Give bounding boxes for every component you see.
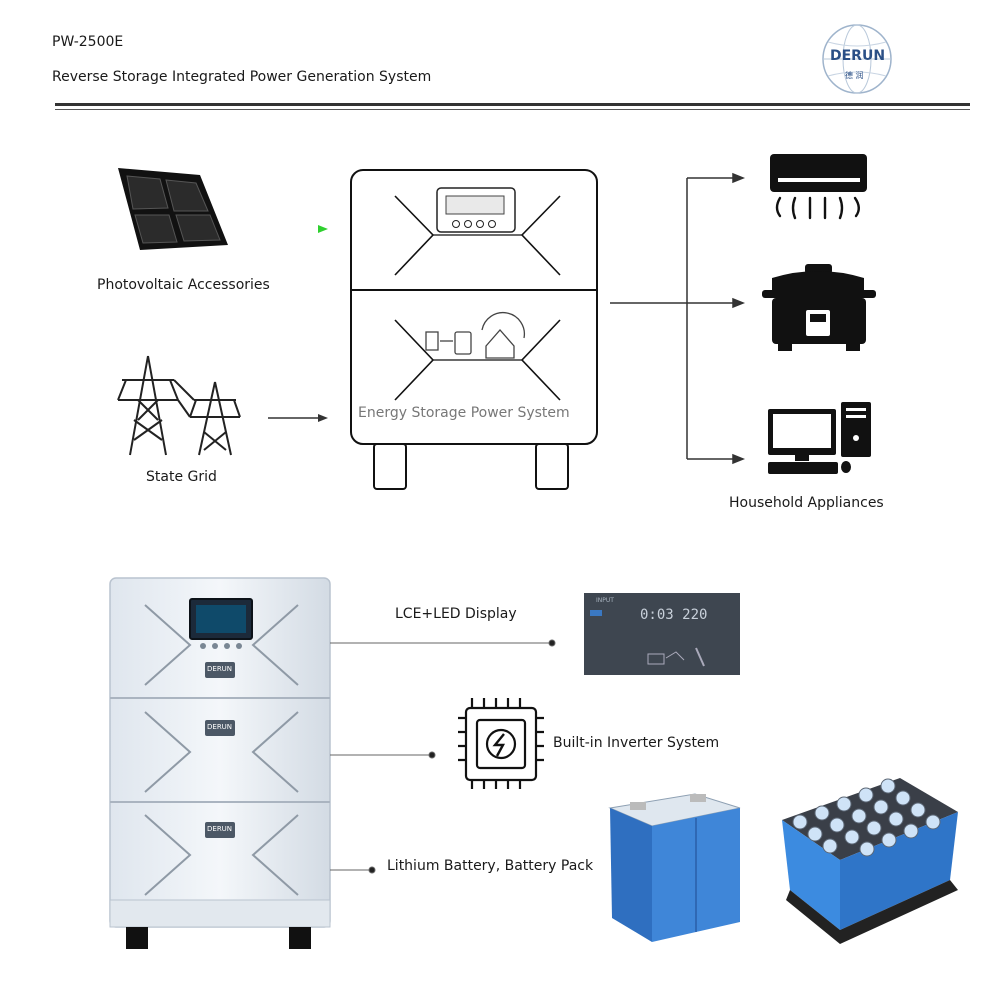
unit-badge-top: DERUN	[207, 665, 233, 673]
unit-badge-middle: DERUN	[207, 723, 233, 731]
grid-label: State Grid	[146, 469, 217, 485]
center-label: Energy Storage Power System	[358, 405, 570, 421]
rice-cooker-icon	[762, 264, 876, 351]
display-screen-photo	[584, 593, 740, 675]
appliances-label: Household Appliances	[729, 495, 884, 511]
pv-label: Photovoltaic Accessories	[97, 277, 270, 293]
page-subtitle: Reverse Storage Integrated Power Generat…	[52, 69, 432, 85]
cylindrical-battery-pack	[782, 778, 958, 944]
display-label: LCE+LED Display	[395, 606, 517, 622]
feature-pointer-lines	[330, 639, 556, 874]
computer-icon	[768, 402, 871, 474]
solar-house-icon	[425, 311, 526, 359]
logo-subtext: 德 润	[845, 71, 864, 80]
pv-arrow	[268, 225, 328, 233]
screen-readout: 0:03 220	[640, 607, 708, 623]
storage-unit-outline	[350, 169, 598, 490]
grid-arrow	[268, 414, 328, 422]
logo-text: DERUN	[830, 48, 886, 64]
output-arrows	[610, 172, 746, 465]
unit-display-icon	[436, 187, 516, 233]
battery-label: Lithium Battery, Battery Pack	[387, 858, 594, 874]
header-rule-thick	[55, 103, 970, 106]
derun-logo: DERUN 德 润	[818, 20, 896, 98]
prismatic-battery-cells	[608, 793, 741, 942]
air-conditioner-icon	[770, 154, 867, 220]
solar-panel-icon	[118, 168, 228, 250]
globe-icon	[822, 24, 892, 94]
inverter-chip-icon	[458, 698, 544, 789]
unit-badge-bottom: DERUN	[207, 825, 233, 833]
screen-input-tag: INPUT	[596, 597, 614, 604]
inverter-label: Built-in Inverter System	[553, 735, 720, 751]
model-title: PW-2500E	[52, 34, 124, 50]
transmission-tower-icon	[117, 355, 241, 456]
header-rule-thin	[55, 109, 970, 110]
stacked-battery-cabinet	[109, 577, 331, 949]
